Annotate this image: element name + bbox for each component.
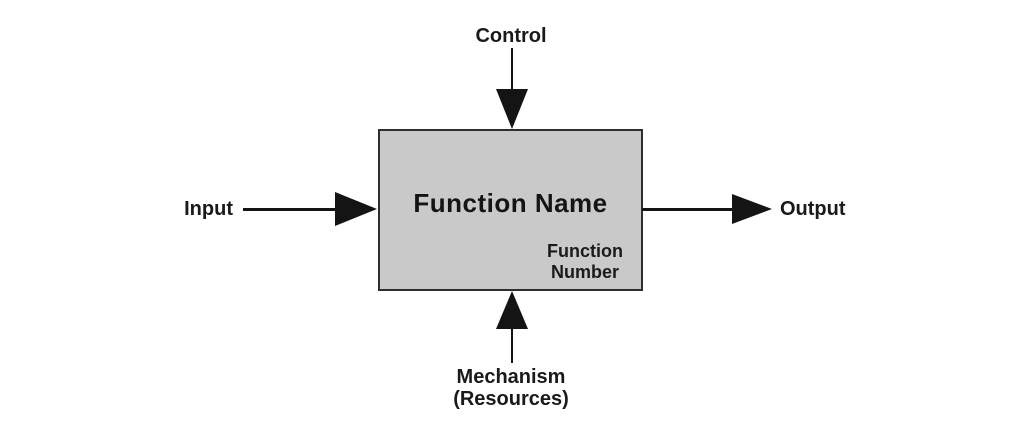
mechanism-label: Mechanism (Resources) <box>411 366 611 410</box>
input-arrow-line <box>243 208 338 211</box>
control-label: Control <box>475 25 547 47</box>
mechanism-arrowhead-icon <box>496 291 528 329</box>
mechanism-arrow-line <box>511 327 513 363</box>
function-box: Function Name Function Number <box>378 129 643 291</box>
control-arrow-line <box>511 48 513 92</box>
function-number-label: Function Number <box>547 241 623 282</box>
control-arrowhead-icon <box>496 89 528 129</box>
function-name-label: Function Name <box>413 188 608 218</box>
output-label: Output <box>780 198 846 220</box>
input-arrowhead-icon <box>335 192 377 226</box>
output-arrow-line <box>642 208 733 211</box>
input-label: Input <box>184 198 233 220</box>
mechanism-label-line1: Mechanism <box>456 366 566 388</box>
output-arrowhead-icon <box>732 194 772 224</box>
mechanism-label-line2: (Resources) <box>453 388 569 410</box>
